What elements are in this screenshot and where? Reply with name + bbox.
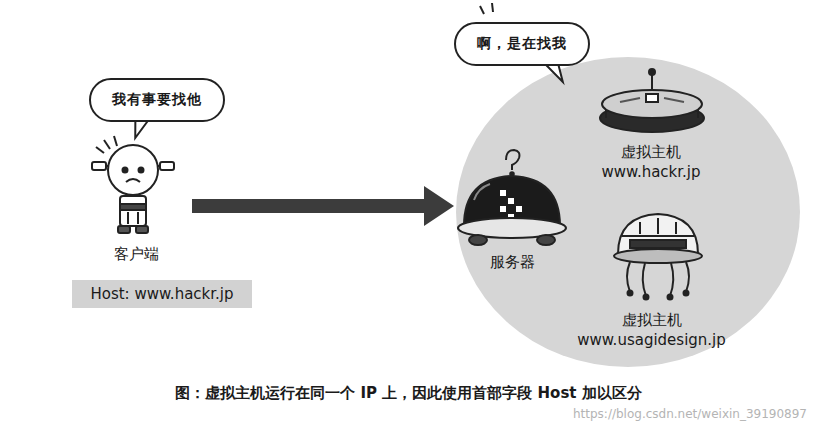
host-kind: 虚拟主机 [622, 310, 682, 330]
virtual-host-dome [614, 214, 702, 300]
header-box: Host: www.hackr.jp [72, 280, 252, 308]
bubble-text: 我有事要找他 [112, 91, 202, 109]
excitement-marks [480, 3, 493, 14]
server-figure: 服务器 [456, 148, 568, 272]
host-name: www.hackr.jp [601, 162, 700, 182]
speech-bubble: 啊，是在找我 [454, 22, 590, 66]
virtual-host: 虚拟主机www.hackr.jp [597, 142, 705, 186]
server-robot [458, 150, 566, 245]
figure-caption: 图：虚拟主机运行在同一个 IP 上，因此使用首部字段 Host 加以区分 [0, 384, 817, 403]
client-figure: 客户端 [86, 136, 186, 264]
speech-bubble: 我有事要找他 [89, 78, 225, 122]
block-arrow [192, 186, 454, 226]
server-label: 服务器 [490, 253, 535, 272]
watermark: https://blog.csdn.net/weixin_39190897 [573, 407, 807, 421]
virtual-host-disc [600, 69, 704, 132]
client-label: 客户端 [114, 245, 159, 264]
host-kind: 虚拟主机 [621, 142, 681, 162]
client-robot [92, 136, 174, 233]
host-name: www.usagidesign.jp [577, 330, 726, 350]
host-region [456, 57, 800, 367]
bubble-text: 啊，是在找我 [477, 35, 567, 53]
header-field: Host: www.hackr.jp [90, 285, 233, 303]
virtual-host: 虚拟主机www.usagidesign.jp [573, 310, 730, 354]
